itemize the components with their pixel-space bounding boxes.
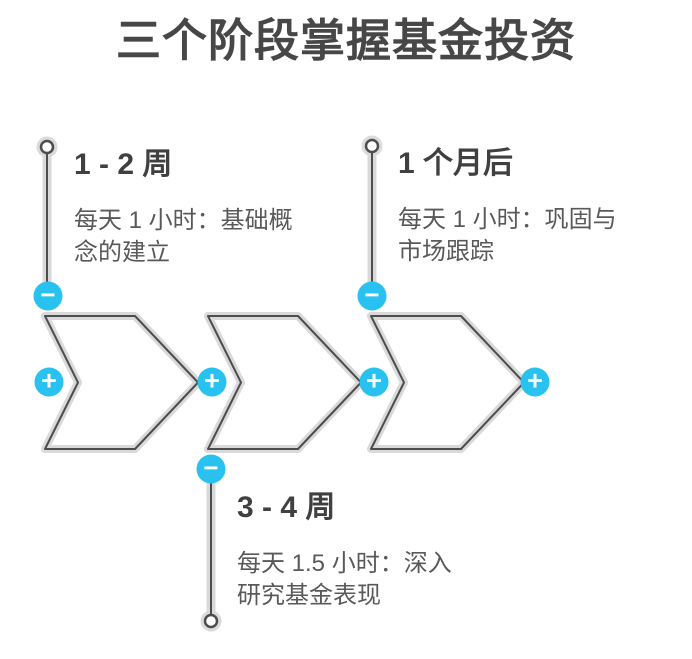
stage-2-callout: 3 - 4 周 每天 1.5 小时：深入 研究基金表现 — [237, 489, 452, 612]
page-title: 三个阶段掌握基金投资 — [115, 15, 576, 66]
chevron-2-outline[interactable] — [204, 312, 365, 453]
chevron-shape-2[interactable] — [204, 312, 365, 453]
stage-2-description-line-2: 研究基金表现 — [237, 582, 381, 609]
stage-2-stem-ring-icon — [203, 613, 219, 629]
stage-2-description-line-1: 每天 1.5 小时：深入 — [237, 550, 452, 577]
stage-3-connector — [361, 135, 383, 301]
chevron-end-expand-badge[interactable]: + — [520, 367, 550, 397]
chevron-2-expand-badge[interactable]: + — [197, 367, 227, 397]
chevron-3-outline[interactable] — [367, 312, 528, 453]
chevron-1-inner-line — [44, 315, 199, 450]
chevron-1-outline[interactable] — [41, 312, 202, 453]
stage-3-collapse-badge[interactable]: − — [357, 281, 387, 311]
stage-1-description: 每天 1 小时：基础概 念的建立 — [74, 205, 293, 269]
stage-2-connector — [200, 464, 222, 632]
stage-1-description-line-2: 念的建立 — [74, 239, 170, 266]
stage-3-description-line-2: 市场跟踪 — [398, 238, 494, 265]
stage-1-connector — [36, 136, 58, 301]
stage-1-heading: 1 - 2 周 — [74, 148, 173, 181]
stage-1-description-line-1: 每天 1 小时：基础概 — [74, 207, 293, 234]
stage-1-callout: 1 - 2 周 每天 1 小时：基础概 念的建立 — [74, 146, 293, 269]
stage-1-collapse-badge[interactable]: − — [33, 281, 63, 311]
stage-3-description-line-1: 每天 1 小时：巩固与 — [398, 206, 617, 233]
chevron-shape-1[interactable] — [41, 312, 202, 453]
stage-2-heading: 3 - 4 周 — [237, 491, 336, 524]
stage-3-description: 每天 1 小时：巩固与 市场跟踪 — [398, 204, 617, 268]
stage-2-collapse-badge[interactable]: − — [196, 454, 226, 484]
chevron-1-expand-badge[interactable]: + — [34, 367, 64, 397]
chevron-3-expand-badge[interactable]: + — [359, 367, 389, 397]
stage-3-stem-ring-icon — [364, 138, 380, 154]
chevron-2-inner-line — [207, 315, 362, 450]
chevron-3-inner-line — [370, 315, 525, 450]
chevron-shape-3[interactable] — [367, 312, 528, 453]
stage-3-heading: 1 个月后 — [398, 147, 514, 180]
stage-2-description: 每天 1.5 小时：深入 研究基金表现 — [237, 548, 452, 612]
stage-3-callout: 1 个月后 每天 1 小时：巩固与 市场跟踪 — [398, 145, 617, 268]
stage-1-stem-ring-icon — [39, 139, 55, 155]
